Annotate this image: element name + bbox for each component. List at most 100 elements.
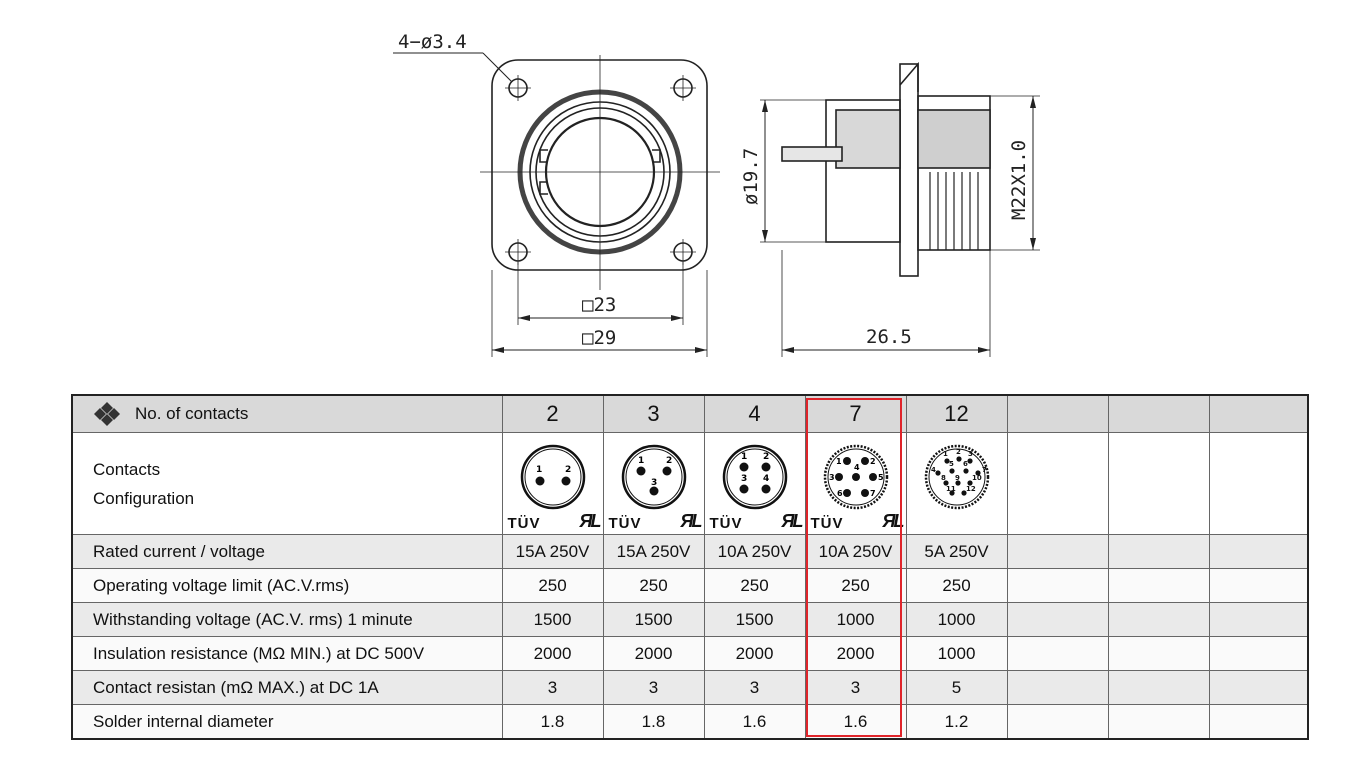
- specification-table: No. of contacts 2 3 4 7 12 Contacts Conf…: [71, 394, 1309, 740]
- configuration-label-cell: Contacts Configuration: [71, 432, 503, 535]
- value-cell: [1006, 568, 1109, 603]
- pin-layout-7: 1 2 3 4 5 6 7 TÜV ЯL: [804, 432, 907, 535]
- table-row: Contact resistan (mΩ MAX.) at DC 1A 3 3 …: [71, 670, 1309, 705]
- svg-text:3: 3: [829, 473, 835, 482]
- svg-text:2: 2: [763, 452, 769, 462]
- contacts-count-cell: [1107, 394, 1210, 433]
- svg-text:2: 2: [666, 456, 672, 466]
- svg-text:4: 4: [763, 474, 769, 484]
- value-cell: [1107, 602, 1210, 637]
- value-cell: 1.6: [703, 704, 806, 740]
- row-label: Contact resistan (mΩ MAX.) at DC 1A: [71, 670, 503, 705]
- value-cell: 1.8: [602, 704, 705, 740]
- svg-text:12: 12: [966, 485, 976, 493]
- svg-text:6: 6: [963, 460, 968, 468]
- value-cell: 250: [602, 568, 705, 603]
- value-cell: 3: [501, 670, 604, 705]
- certification-marks: TÜV ЯL: [607, 511, 703, 532]
- configuration-label-line2: Configuration: [93, 488, 195, 508]
- value-cell: [1107, 636, 1210, 671]
- value-cell: [1208, 670, 1309, 705]
- certification-marks: TÜV ЯL: [506, 511, 602, 532]
- pin-layout-3: 1 2 3 TÜV ЯL: [602, 432, 705, 535]
- ul-mark: ЯL: [882, 511, 904, 531]
- svg-text:3: 3: [741, 474, 747, 484]
- configuration-label-line1: Contacts: [93, 459, 161, 479]
- empty-cell: [1006, 432, 1109, 535]
- svg-text:1: 1: [943, 450, 948, 458]
- value-cell: 1000: [905, 636, 1008, 671]
- svg-text:1: 1: [536, 465, 542, 475]
- value-cell: 1000: [804, 602, 907, 637]
- tuv-mark: TÜV: [709, 515, 743, 532]
- value-cell: 1500: [501, 602, 604, 637]
- connector-technical-drawing: 4−ø3.4 □23 □29 ø19.7 M22X1.0 26.5: [393, 31, 1040, 357]
- value-cell: 2000: [602, 636, 705, 671]
- value-cell: [1208, 636, 1309, 671]
- inner-square-dimension: □23: [582, 294, 616, 316]
- svg-text:2: 2: [565, 465, 571, 475]
- svg-text:1: 1: [741, 452, 747, 462]
- value-cell: 1500: [602, 602, 705, 637]
- svg-text:3: 3: [651, 478, 657, 488]
- table-header-row: No. of contacts 2 3 4 7 12: [71, 394, 1309, 433]
- value-cell: 3: [703, 670, 806, 705]
- svg-text:2: 2: [870, 457, 876, 466]
- table-row: Insulation resistance (MΩ MIN.) at DC 50…: [71, 636, 1309, 671]
- value-cell: [1107, 534, 1210, 569]
- value-cell: [1208, 704, 1309, 740]
- svg-text:1: 1: [836, 457, 842, 466]
- header-cell: No. of contacts: [71, 394, 503, 433]
- tuv-mark: TÜV: [810, 515, 844, 532]
- value-cell: [1208, 534, 1309, 569]
- table-row: Operating voltage limit (AC.V.rms) 250 2…: [71, 568, 1309, 603]
- pin-layout-2: 1 2 TÜV ЯL: [501, 432, 604, 535]
- value-cell: [1208, 568, 1309, 603]
- ul-mark: ЯL: [680, 511, 702, 531]
- value-cell: 2000: [703, 636, 806, 671]
- row-label: Withstanding voltage (AC.V. rms) 1 minut…: [71, 602, 503, 637]
- side-view-contact-pin: [781, 146, 843, 162]
- contacts-count-cell: 12: [905, 394, 1008, 433]
- svg-text:7: 7: [982, 466, 987, 474]
- svg-text:5: 5: [878, 473, 884, 482]
- value-cell: [1006, 534, 1109, 569]
- pin-layout-7-icon: 1 2 3 4 5 6 7: [823, 444, 888, 509]
- row-label: Rated current / voltage: [71, 534, 503, 569]
- value-cell: [1006, 670, 1109, 705]
- svg-text:9: 9: [955, 474, 960, 482]
- value-cell: [1006, 636, 1109, 671]
- value-cell: 15A 250V: [602, 534, 705, 569]
- svg-text:8: 8: [941, 474, 946, 482]
- outer-square-dimension: □29: [582, 327, 616, 349]
- body-diameter-dimension: ø19.7: [740, 148, 762, 205]
- pin-layout-3-icon: 1 2 3: [621, 444, 686, 509]
- tuv-mark: TÜV: [608, 515, 642, 532]
- value-cell: 10A 250V: [703, 534, 806, 569]
- value-cell: 250: [804, 568, 907, 603]
- value-cell: 1500: [703, 602, 806, 637]
- thread-dimension: M22X1.0: [1008, 140, 1030, 220]
- value-cell: 1.2: [905, 704, 1008, 740]
- value-cell: [1107, 704, 1210, 740]
- ul-mark: ЯL: [781, 511, 803, 531]
- value-cell: [1208, 602, 1309, 637]
- pin-layout-4: 1 2 3 4 TÜV ЯL: [703, 432, 806, 535]
- svg-text:3: 3: [968, 450, 973, 458]
- configuration-row: Contacts Configuration 1 2 TÜV ЯL 1: [71, 432, 1309, 535]
- pin-layout-4-icon: 1 2 3 4: [722, 444, 787, 509]
- svg-text:4: 4: [854, 463, 860, 472]
- ul-mark: ЯL: [579, 511, 601, 531]
- svg-text:10: 10: [972, 474, 982, 482]
- value-cell: 250: [703, 568, 806, 603]
- value-cell: 15A 250V: [501, 534, 604, 569]
- row-label: Operating voltage limit (AC.V.rms): [71, 568, 503, 603]
- certification-marks: TÜV ЯL: [809, 511, 905, 532]
- svg-text:4: 4: [931, 466, 936, 474]
- svg-text:1: 1: [638, 456, 644, 466]
- row-label: Solder internal diameter: [71, 704, 503, 740]
- value-cell: 250: [905, 568, 1008, 603]
- value-cell: 1.6: [804, 704, 907, 740]
